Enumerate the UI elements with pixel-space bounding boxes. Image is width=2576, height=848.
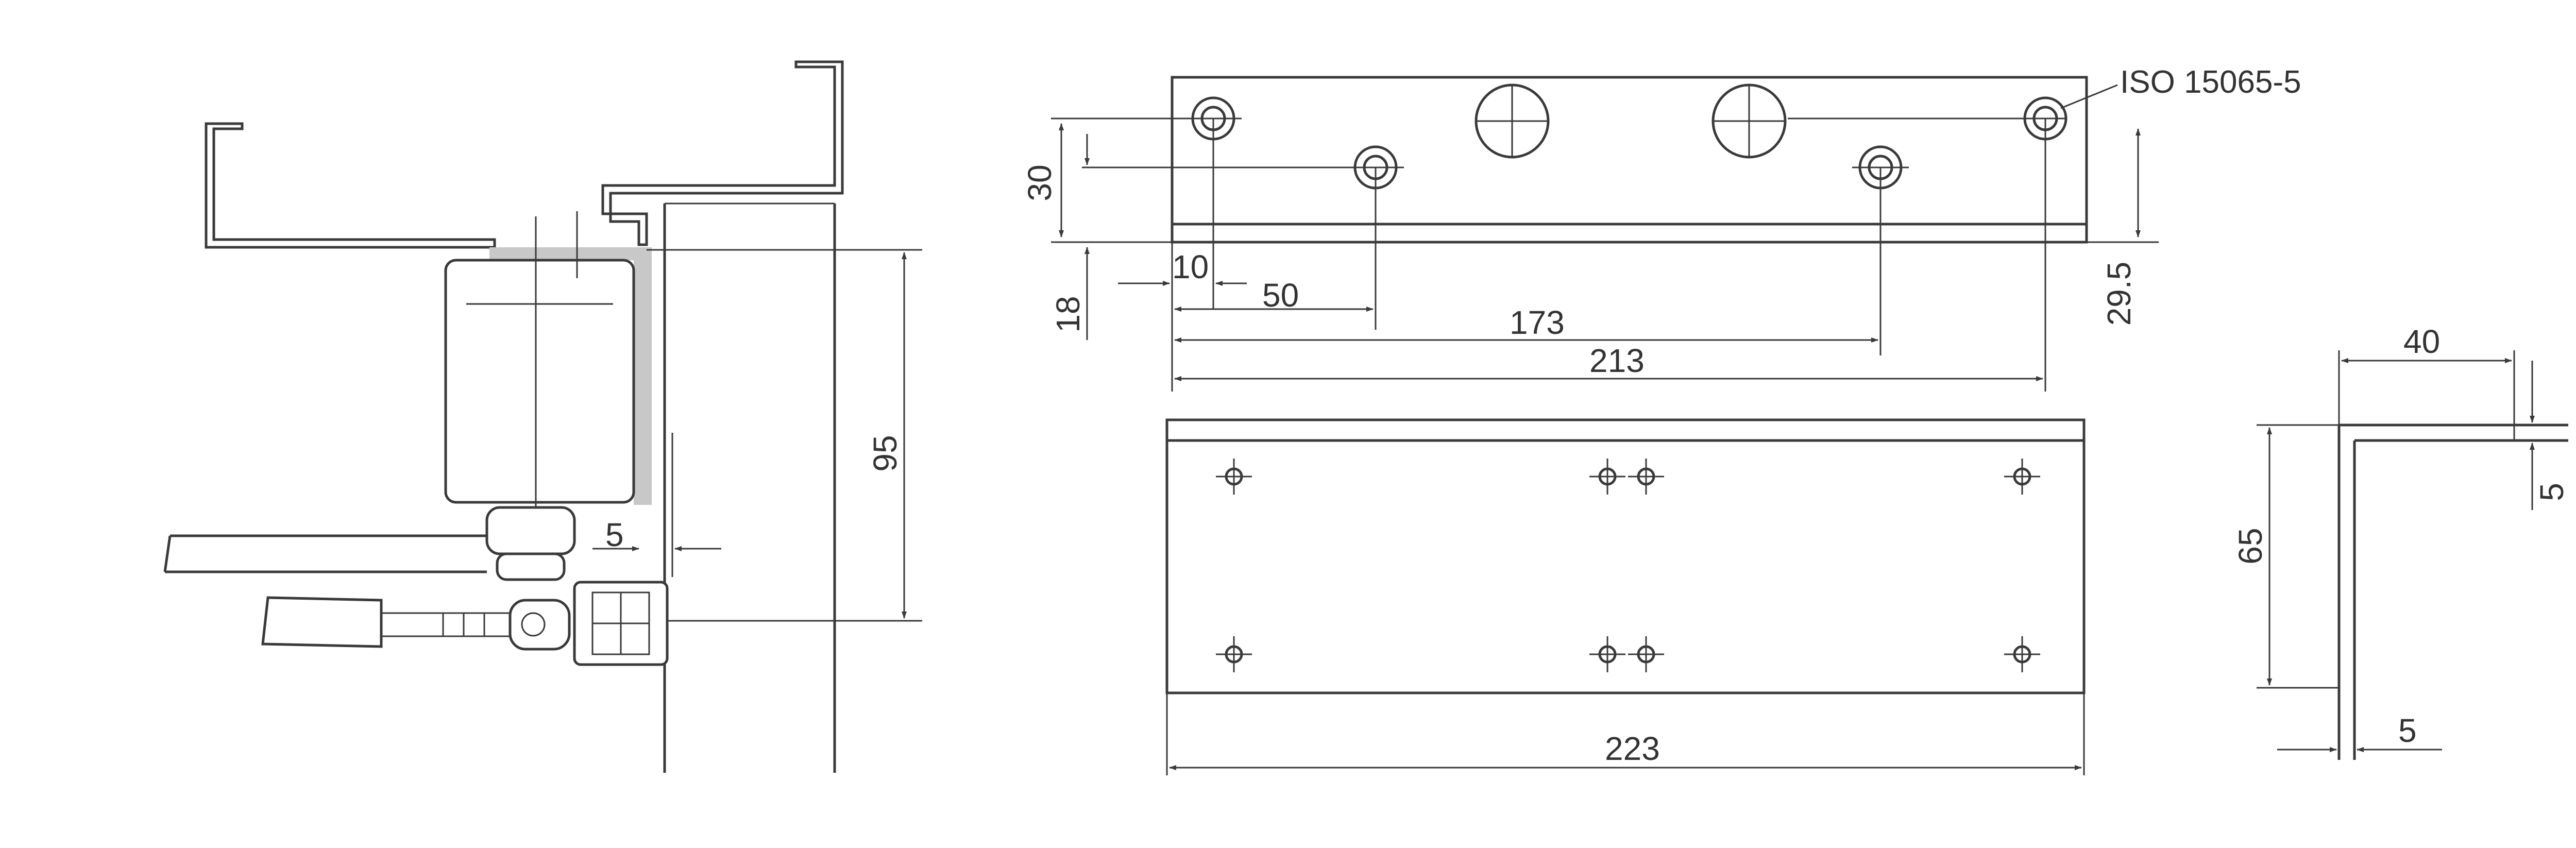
l-profile-view: 40 5 65 5 — [2232, 323, 2570, 760]
bracket-front-view: ISO 15065-5 30 18 10 50 173 213 29.5 — [1021, 64, 2301, 392]
dim-side-5: 5 — [605, 516, 624, 553]
dim-5-bottom: 5 — [2398, 712, 2417, 749]
dim-10: 10 — [1172, 248, 1209, 285]
dim-30: 30 — [1021, 164, 1058, 201]
dim-50: 50 — [1262, 277, 1299, 314]
iso-label: ISO 15065-5 — [2120, 64, 2301, 100]
dim-29-5: 29.5 — [2100, 262, 2138, 326]
dim-side-95: 95 — [867, 435, 904, 471]
dim-65: 65 — [2232, 528, 2269, 564]
side-view: 95 5 — [163, 60, 922, 773]
dim-173: 173 — [1510, 304, 1565, 341]
dim-213: 213 — [1589, 342, 1645, 379]
dim-40: 40 — [2403, 323, 2440, 360]
dim-223: 223 — [1605, 730, 1660, 767]
dim-18: 18 — [1049, 296, 1087, 332]
countersunk-hole — [1788, 96, 2067, 141]
mounting-holes — [1216, 459, 2040, 672]
dim-5-top: 5 — [2533, 483, 2570, 501]
bracket-bottom-view: 223 — [1165, 418, 2086, 775]
